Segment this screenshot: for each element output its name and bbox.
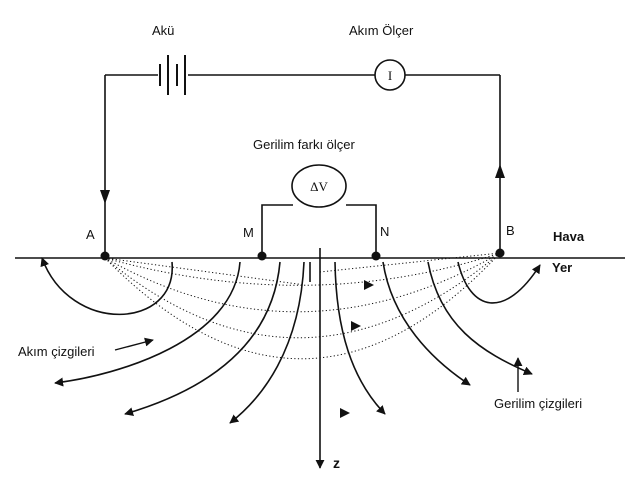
current-lines-label: Akım çizgileri bbox=[18, 344, 95, 359]
electrode-n-label: N bbox=[380, 224, 389, 239]
current-lines-pointer bbox=[114, 337, 154, 351]
down-arrow-icon bbox=[100, 190, 110, 204]
voltmeter-wire bbox=[261, 204, 377, 256]
equipotential-lines bbox=[104, 252, 501, 360]
right-arrow-icon bbox=[364, 280, 374, 290]
ammeter-label: Akım Ölçer bbox=[349, 23, 414, 38]
ground-label: Yer bbox=[552, 260, 572, 275]
up-arrow-icon bbox=[495, 164, 505, 178]
circuit-wire bbox=[104, 74, 501, 256]
depth-axis-label: z bbox=[333, 455, 340, 471]
ammeter-symbol: I bbox=[388, 68, 392, 83]
right-arrow-icon bbox=[351, 321, 361, 331]
electrode-m-label: M bbox=[243, 225, 254, 240]
electrode-m bbox=[257, 251, 267, 261]
ammeter-icon bbox=[374, 59, 406, 91]
electrode-n bbox=[371, 251, 381, 261]
equipotential-lines-label: Gerilim çizgileri bbox=[494, 396, 582, 411]
voltmeter-label: Gerilim farkı ölçer bbox=[253, 137, 356, 152]
battery-label: Akü bbox=[152, 23, 174, 38]
electrode-a bbox=[100, 251, 110, 261]
air-label: Hava bbox=[553, 229, 585, 244]
voltmeter-symbol: ΔV bbox=[310, 179, 328, 194]
battery-icon bbox=[159, 55, 186, 95]
equipotential-arrows bbox=[340, 280, 374, 418]
voltmeter-icon bbox=[291, 164, 347, 208]
electrode-b-label: B bbox=[506, 223, 515, 238]
electrode-a-label: A bbox=[86, 227, 95, 242]
right-arrow-icon bbox=[340, 408, 350, 418]
